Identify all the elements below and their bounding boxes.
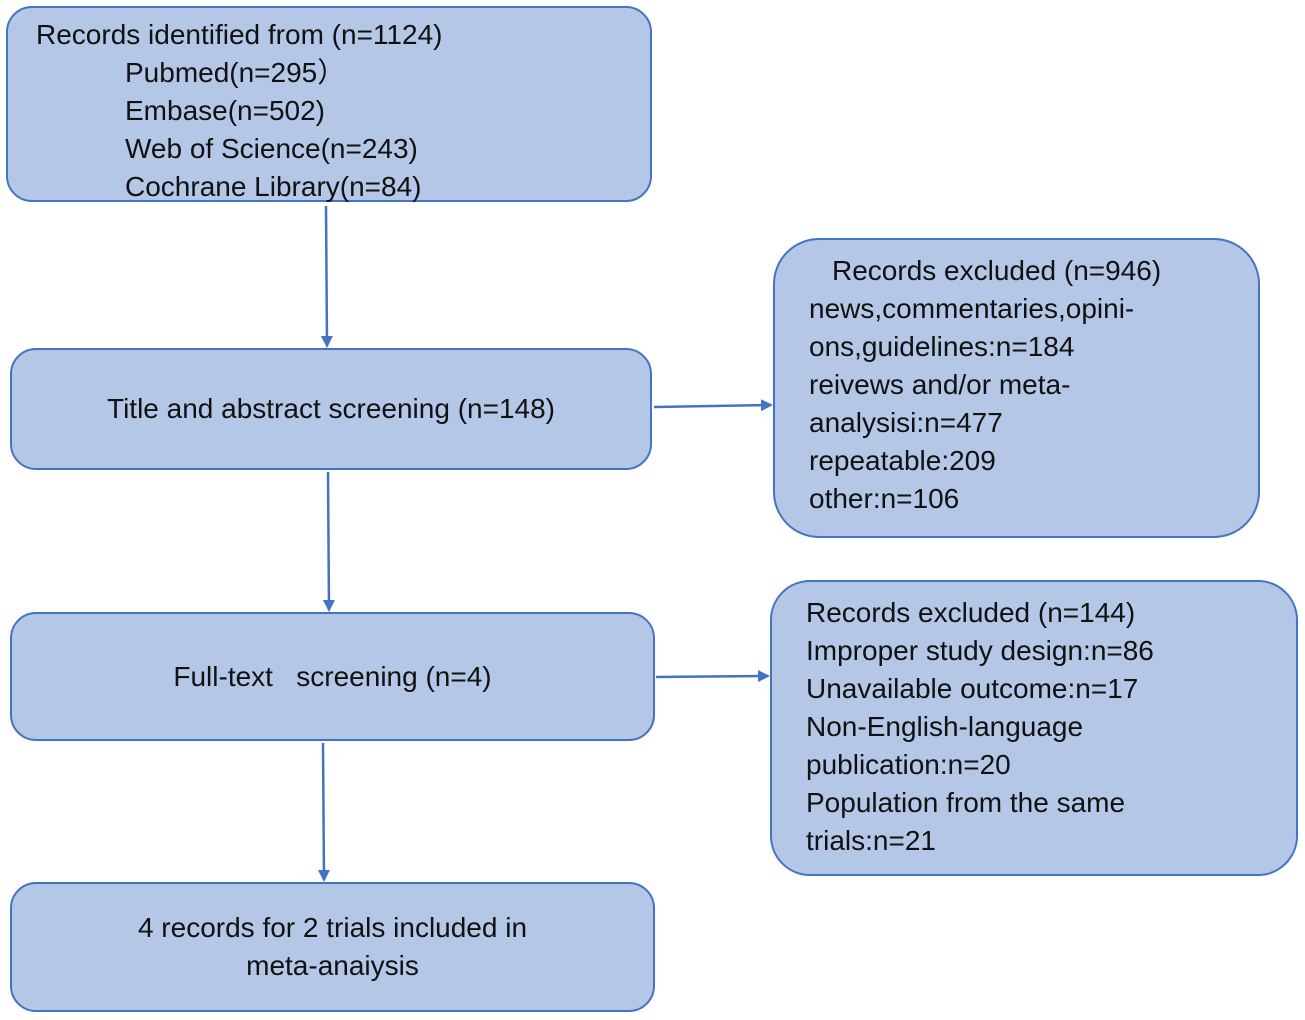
arrow-title-to-excluded-1 [653, 399, 773, 412]
excluded-1-line: news,commentaries,opini- [809, 293, 1135, 324]
title-abstract-screening-box: Title and abstract screening (n=148) [10, 348, 652, 470]
excluded-1-line: repeatable:209 [809, 445, 996, 476]
records-excluded-1-box: Records excluded (n=946) news,commentari… [773, 238, 1260, 538]
records-excluded-2-title: Records excluded (n=144) [806, 597, 1136, 628]
excluded-1-line: analysisi:n=477 [809, 407, 1003, 438]
excluded-1-line: ons,guidelines:n=184 [809, 331, 1075, 362]
fulltext-screening-box: Full-text screening (n=4) [10, 612, 655, 741]
source-pubmed: Pubmed(n=295） [125, 57, 346, 88]
excluded-1-line: other:n=106 [809, 483, 960, 514]
records-identified-box: Records identified from (n=1124) Pubmed(… [6, 6, 652, 202]
arrow-identified-to-title [320, 205, 333, 348]
records-excluded-2-box: Records excluded (n=144) Improper study … [770, 580, 1298, 876]
included-line-2: meta-anaiysis [246, 950, 419, 981]
excluded-2-line: publication:n=20 [806, 749, 1011, 780]
title-abstract-screening-label: Title and abstract screening (n=148) [107, 393, 555, 424]
source-web-of-science: Web of Science(n=243) [125, 133, 418, 164]
records-excluded-1-title: Records excluded (n=946) [832, 255, 1162, 286]
excluded-2-line: Improper study design:n=86 [806, 635, 1154, 666]
excluded-2-line: Unavailable outcome:n=17 [806, 673, 1139, 704]
arrow-title-to-fulltext [322, 471, 335, 612]
excluded-2-line: trials:n=21 [806, 825, 936, 856]
included-box: 4 records for 2 trials included in meta-… [10, 882, 655, 1012]
excluded-1-line: reivews and/or meta- [809, 369, 1071, 400]
excluded-2-line: Non-English-language [806, 711, 1084, 742]
source-cochrane: Cochrane Library(n=84) [125, 171, 422, 202]
arrow-fulltext-to-excluded-2 [655, 670, 770, 683]
source-embase: Embase(n=502) [125, 95, 326, 126]
fulltext-screening-label: Full-text screening (n=4) [173, 660, 492, 692]
excluded-2-line: Population from the same [806, 787, 1126, 818]
included-line-1: 4 records for 2 trials included in [137, 912, 528, 943]
arrow-fulltext-to-included [317, 742, 330, 882]
records-identified-title: Records identified from (n=1124) [36, 19, 443, 50]
